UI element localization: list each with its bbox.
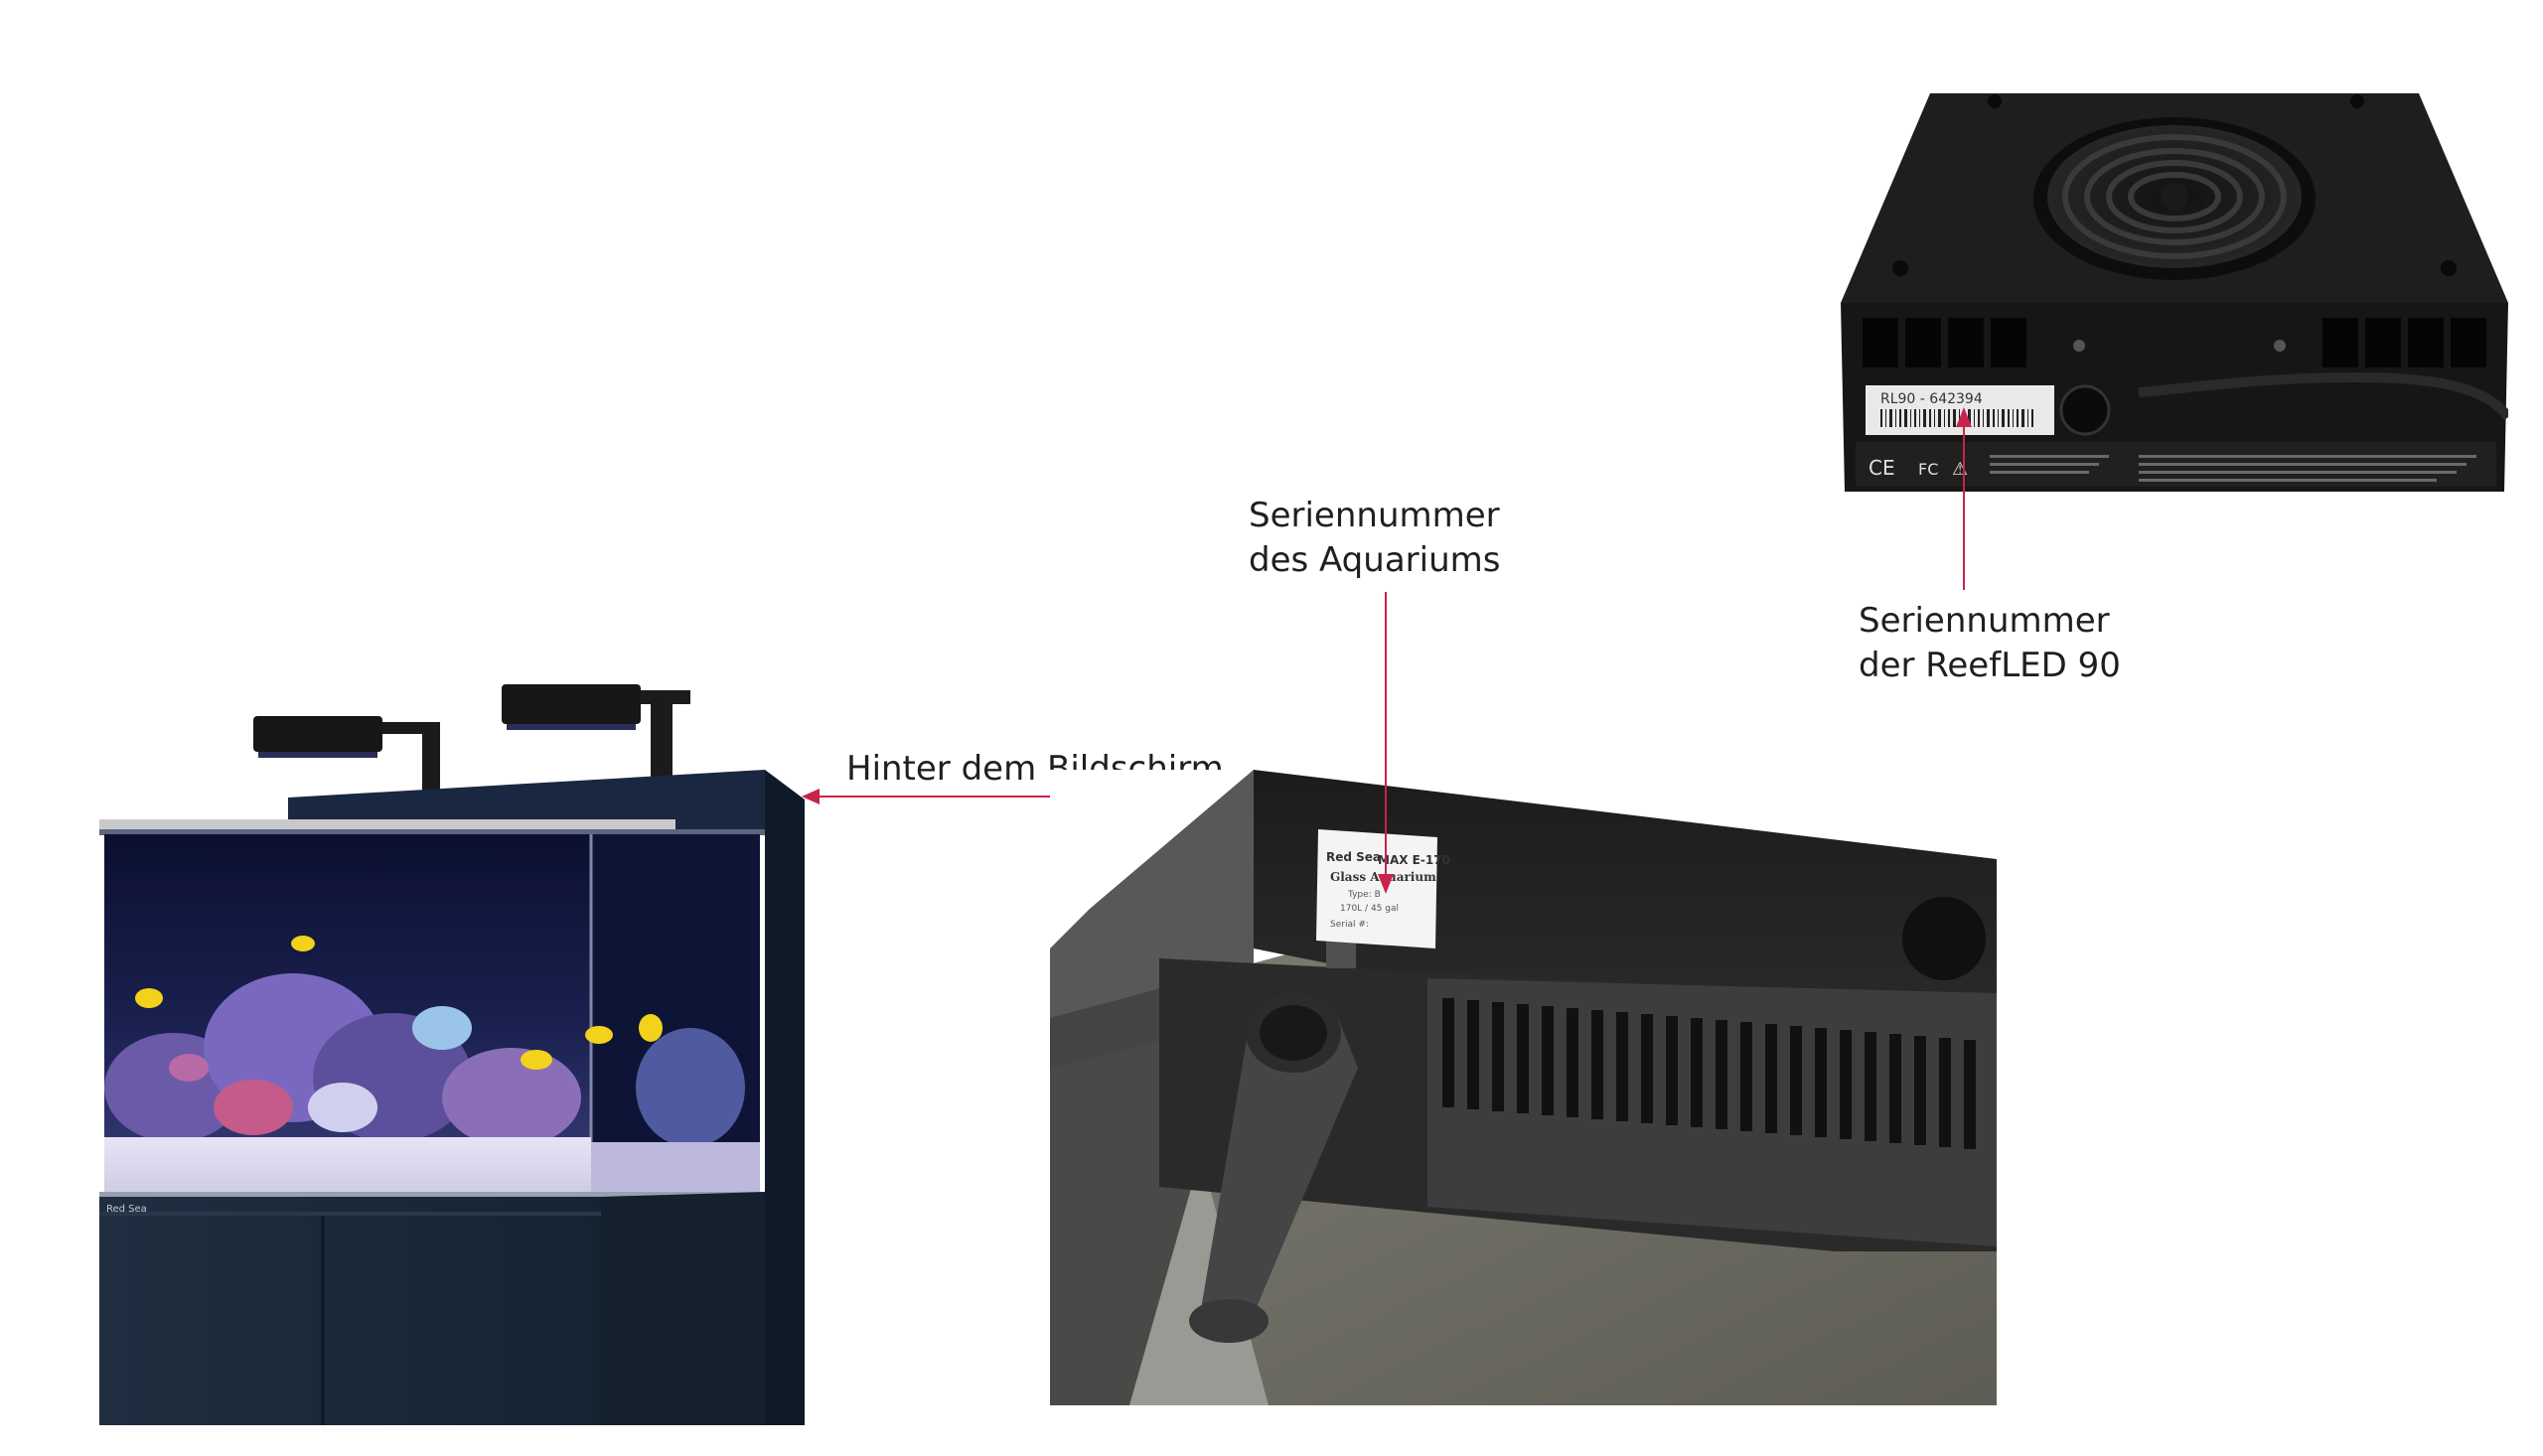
sticker-line2: Type: B <box>1347 890 1381 900</box>
sticker-brand: Red Sea <box>1326 850 1381 864</box>
led-serial-pointer <box>1956 407 1972 590</box>
sticker-line3: 170L / 45 gal <box>1340 904 1399 914</box>
tank-interior-photo: Red Sea MAX E-170 Glass Aquarium Type: B… <box>1050 770 1997 1405</box>
overflow-comb-slots <box>1442 998 1976 1149</box>
vent-slots-right <box>2322 318 2486 367</box>
vent-slots-left <box>1863 318 2026 367</box>
return-nozzle <box>1189 919 1358 1343</box>
fan-grille <box>2062 134 2287 259</box>
fan-hub-icon <box>2161 183 2188 211</box>
mounting-holes <box>1892 94 2457 276</box>
barcode <box>1880 409 2033 427</box>
reefled90-photo: RL90 - 642394 <box>1841 93 2508 492</box>
tank-serial-label-line1: Seriennummer <box>1249 496 1500 535</box>
ce-mark: CE <box>1869 456 1895 480</box>
device-serial-text: RL90 - 642394 <box>1880 391 1983 407</box>
sticker-serial-label: Serial #: <box>1330 920 1369 930</box>
compliance-fine-print <box>1990 455 2476 482</box>
tank-serial-label-line2: des Aquariums <box>1249 540 1501 580</box>
led-serial-label-line2: der ReefLED 90 <box>1859 646 2121 685</box>
yellow-tang-fish <box>135 936 663 1070</box>
fcc-mark: FC <box>1918 460 1938 479</box>
coral-reef <box>104 973 745 1147</box>
sticker-model: MAX E-170 <box>1378 853 1450 867</box>
cabinet-logo: Red Sea <box>106 1204 147 1215</box>
power-cable <box>2138 371 2508 421</box>
tank-serial-pointer <box>1378 592 1394 894</box>
aquarium-cabinet-photo: Red Sea <box>99 684 805 1425</box>
led-serial-label-line1: Seriennummer <box>1859 601 2110 641</box>
power-socket-icon <box>2059 384 2111 436</box>
